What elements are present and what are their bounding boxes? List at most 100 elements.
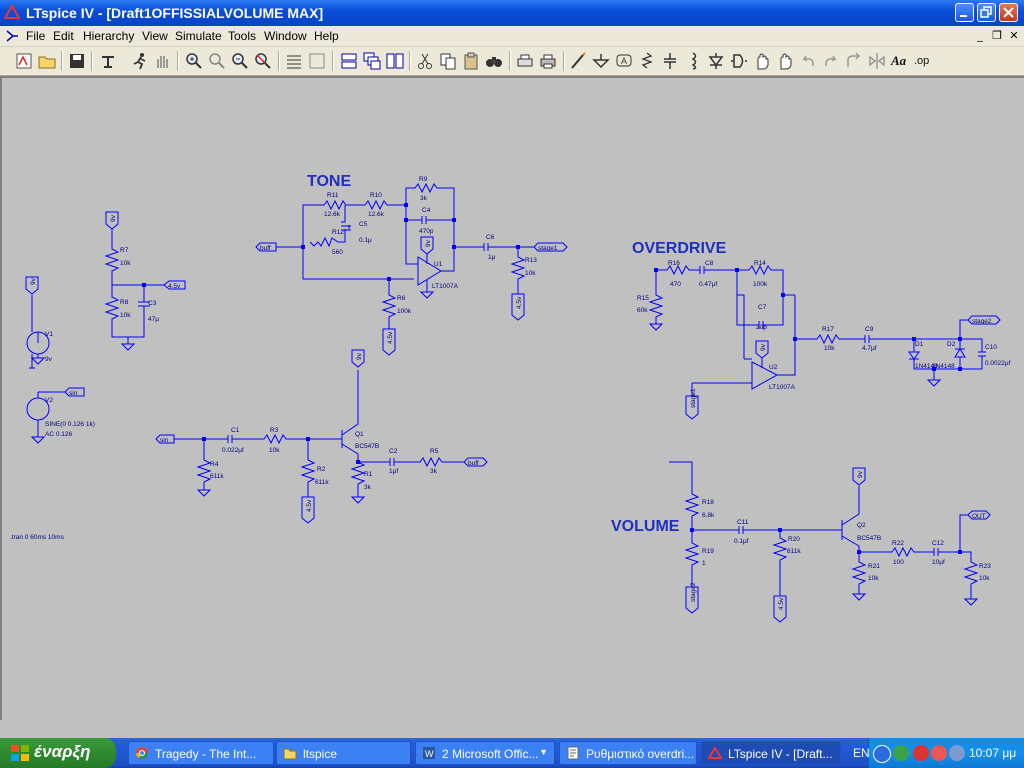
undo-icon[interactable] [798, 51, 818, 71]
wire-icon[interactable] [568, 51, 588, 71]
v1-value: 9v [45, 356, 53, 363]
label-buff-out: buff [468, 460, 479, 467]
drag-icon[interactable] [775, 51, 795, 71]
document-icon[interactable] [4, 28, 20, 44]
toolbar: A Aa .op [0, 47, 1024, 76]
new-schematic-icon[interactable] [14, 51, 34, 71]
ground-icon[interactable] [591, 51, 611, 71]
label-net-icon[interactable]: A [614, 51, 634, 71]
autorange-icon[interactable] [284, 51, 304, 71]
mdi-close-button[interactable]: ✕ [1009, 29, 1019, 42]
task-document[interactable]: Ρυθμιστικό overdri... [559, 741, 697, 765]
menu-hierarchy[interactable]: Hierarchy [83, 29, 135, 43]
antivirus-icon[interactable] [931, 745, 947, 761]
language-indicator[interactable]: EN [853, 746, 870, 760]
tile-vertical-icon[interactable] [385, 51, 405, 71]
text-icon[interactable]: Aa [891, 53, 907, 68]
r15-value: 60k [637, 307, 648, 314]
pan-icon[interactable] [207, 51, 227, 71]
paste-icon[interactable] [461, 51, 481, 71]
mdi-restore-button[interactable]: ❐ [992, 29, 1002, 42]
c8-value: 0.47μf [699, 281, 717, 288]
inductor-icon[interactable] [683, 51, 703, 71]
cut-icon[interactable] [415, 51, 435, 71]
task-ltspice-folder[interactable]: ltspice [276, 741, 411, 765]
mdi-minimize-button[interactable]: _ [977, 29, 983, 42]
copy-icon[interactable] [438, 51, 458, 71]
find-icon[interactable] [484, 51, 504, 71]
menu-simulate[interactable]: Simulate [175, 29, 222, 43]
r3-value: 10k [269, 447, 280, 454]
office-icon: W [423, 747, 435, 759]
show-hidden-icons-icon[interactable] [873, 745, 891, 763]
schematic-canvas[interactable]: TONE OVERDRIVE VOLUME 9v 9v 4.5v sin buf… [0, 76, 1024, 720]
control-panel-icon[interactable] [98, 51, 118, 71]
menu-file[interactable]: File [26, 29, 46, 43]
menu-edit[interactable]: Edit [53, 29, 74, 43]
capacitor-icon[interactable] [660, 51, 680, 71]
menu-bar: File Edit Hierarchy View Simulate Tools … [0, 26, 1024, 47]
zoom-in-icon[interactable] [184, 51, 204, 71]
resistor-icon[interactable] [637, 51, 657, 71]
rotate-icon[interactable] [844, 51, 864, 71]
u1-value: LT1007A [432, 283, 459, 290]
zoom-fit-icon[interactable] [253, 51, 273, 71]
volume-icon[interactable] [949, 745, 965, 761]
halt-icon[interactable] [152, 51, 172, 71]
run-icon[interactable] [130, 51, 150, 71]
label-buff-tone: buff [260, 245, 271, 252]
task-ltspice[interactable]: LTspice IV - [Draft... [701, 741, 841, 765]
utorrent-icon[interactable] [893, 745, 909, 761]
zoom-out-icon[interactable] [230, 51, 250, 71]
menu-tools[interactable]: Tools [228, 29, 257, 43]
start-button[interactable]: έναρξη [0, 738, 116, 768]
task-office[interactable]: W 2 Microsoft Offic... ▼ [415, 741, 555, 765]
title-bar[interactable]: LTspice IV - [Draft1OFFISSIALVOLUME MAX] [0, 0, 1024, 26]
move-icon[interactable] [752, 51, 772, 71]
r7-value: 10k [120, 260, 131, 267]
redo-icon[interactable] [821, 51, 841, 71]
spice-directive[interactable]: .tran 0 60ms 10ms [10, 534, 65, 541]
component-icon[interactable] [729, 51, 749, 71]
r15-name: R15 [637, 295, 649, 302]
u1-name: U1 [434, 261, 443, 268]
schematic-drawing[interactable]: TONE OVERDRIVE VOLUME 9v 9v 4.5v sin buf… [2, 78, 1024, 720]
r6-value: 100k [397, 308, 412, 315]
print-icon[interactable] [538, 51, 558, 71]
menu-view[interactable]: View [142, 29, 168, 43]
label-stage1-tone: stage1 [538, 245, 558, 252]
label-stage2-in: stage2 [690, 582, 697, 602]
r7-name: R7 [120, 247, 129, 254]
open-icon[interactable] [37, 51, 57, 71]
system-tray: EN 10:07 μμ [853, 738, 1024, 768]
print-preview-icon[interactable] [515, 51, 535, 71]
grid-icon[interactable] [307, 51, 327, 71]
r22-name: R22 [892, 540, 904, 547]
task-chrome[interactable]: Tragedy - The Int... [128, 741, 274, 765]
ltspice-app-icon [4, 4, 20, 19]
c4-name: C4 [422, 207, 431, 214]
diode-icon[interactable] [706, 51, 726, 71]
windows-logo-icon [11, 745, 29, 761]
minimize-icon [960, 15, 967, 17]
cascade-icon[interactable] [362, 51, 382, 71]
menu-help[interactable]: Help [314, 29, 339, 43]
close-button[interactable] [999, 3, 1018, 22]
restore-icon [980, 6, 992, 18]
r19-value: 1 [702, 560, 706, 567]
restore-button[interactable] [977, 3, 996, 22]
mirror-icon[interactable] [867, 51, 887, 71]
c2-value: 1μf [389, 468, 398, 475]
c4-value: 470p [419, 228, 434, 235]
security-shield-icon[interactable] [913, 745, 929, 761]
window-title: LTspice IV - [Draft1OFFISSIALVOLUME MAX] [26, 5, 324, 21]
r17-name: R17 [822, 326, 834, 333]
r8-name: R8 [120, 299, 129, 306]
spice-directive-icon[interactable]: .op [914, 55, 930, 67]
save-icon[interactable] [67, 51, 87, 71]
minimize-button[interactable] [955, 3, 974, 22]
c1-name: C1 [231, 427, 240, 434]
menu-window[interactable]: Window [264, 29, 307, 43]
c6-name: C6 [486, 234, 495, 241]
tile-horizontal-icon[interactable] [339, 51, 359, 71]
